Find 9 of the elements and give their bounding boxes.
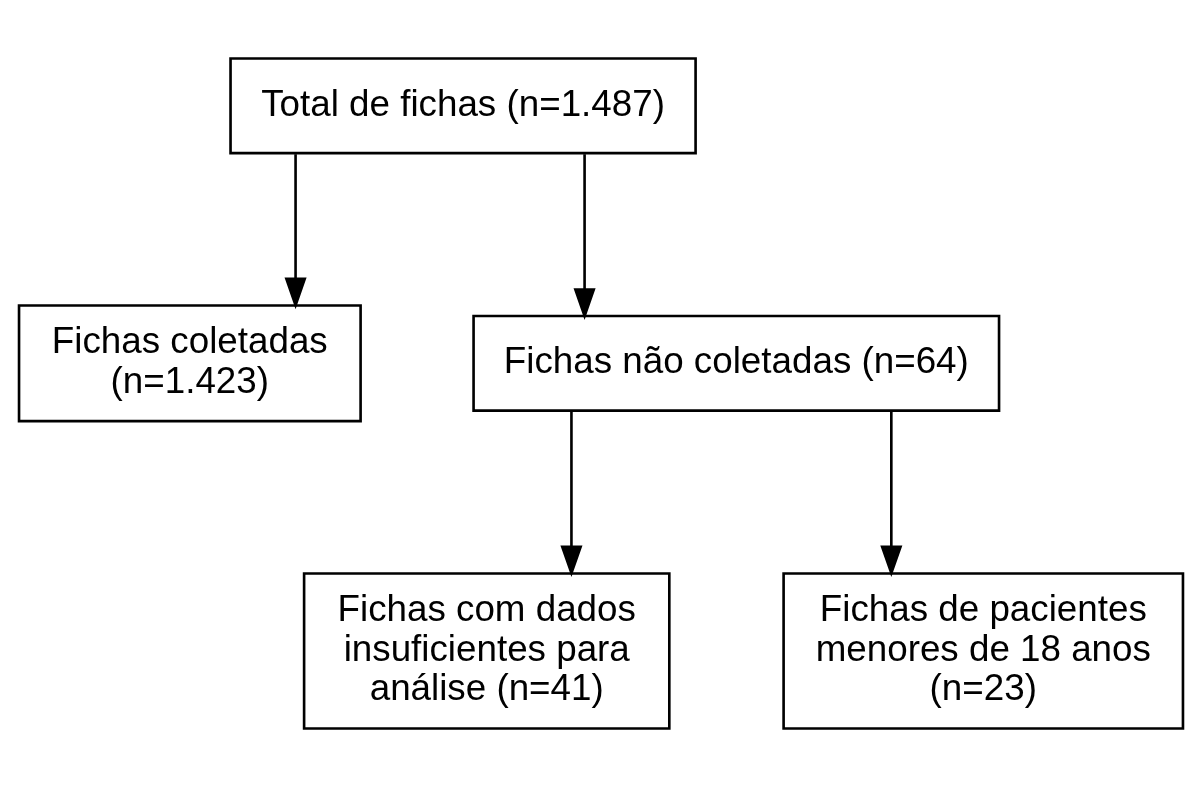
node-box: Fichas não coletadas (n=64)	[472, 314, 1001, 412]
arrow	[573, 153, 596, 320]
node-box: Fichas com dados insuficientes para análise (n=41)	[302, 571, 671, 730]
node-box: Total de fichas (n=1.487)	[229, 56, 697, 154]
arrow	[880, 410, 903, 577]
node-box: Fichas coletadas (n=1.423)	[17, 303, 362, 422]
arrow	[560, 410, 583, 577]
arrow	[284, 153, 307, 309]
node-box: Fichas de pacientes menores de 18 anos (n=23)	[782, 571, 1185, 730]
